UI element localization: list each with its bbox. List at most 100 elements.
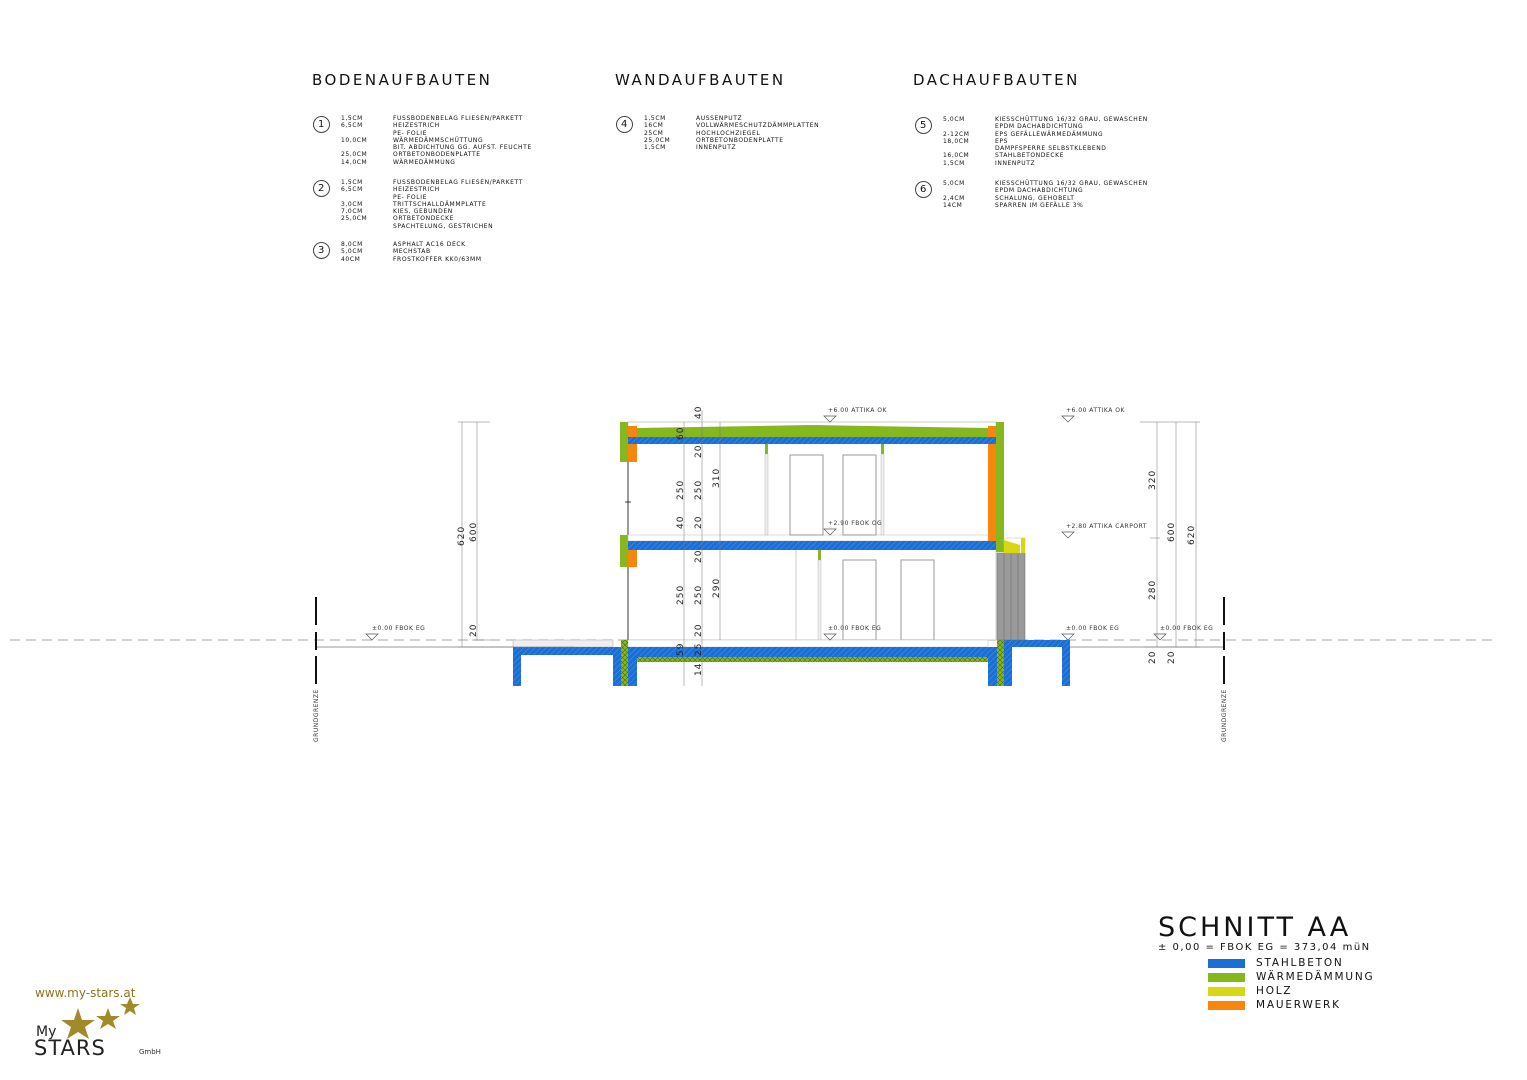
dimension-label: 20 bbox=[1167, 651, 1177, 664]
layer-material: Ortbetonbodenplatte bbox=[393, 151, 481, 159]
layer-thickness: 8,0cm bbox=[341, 241, 363, 248]
level-label: ±0.00 FBOK EG bbox=[372, 625, 425, 632]
layer-thickness: 10,0cm bbox=[341, 136, 368, 144]
dimension-label: 620 bbox=[457, 526, 467, 546]
dimension-label: 250 bbox=[694, 585, 704, 605]
legend-swatch bbox=[1208, 973, 1245, 982]
layer-material: Stahlbetondecke bbox=[995, 152, 1065, 160]
dimension-label: 620 bbox=[1187, 525, 1197, 545]
legend-swatch bbox=[1208, 1001, 1245, 1010]
dimension-label: 20 bbox=[694, 445, 704, 458]
layer-material: Kies, gebunden bbox=[393, 208, 453, 216]
layer-thickness: 25,0cm bbox=[341, 151, 368, 159]
layer-thickness: 18,0cm bbox=[943, 137, 970, 145]
layer-material: Innenputz bbox=[696, 144, 737, 152]
layer-thickness: 2-12cm bbox=[943, 130, 970, 138]
layer-material: Ortbetondecke bbox=[393, 215, 455, 223]
dimension-label: 25 bbox=[694, 643, 704, 656]
group-number-badge: 2 bbox=[313, 180, 330, 197]
level-label: +2.90 FBOK OG bbox=[828, 520, 882, 527]
layer-thickness: 7,0cm bbox=[341, 208, 363, 216]
layer-material: Ortbetonbodenplatte bbox=[696, 136, 784, 144]
layer-thickness: 3,0cm bbox=[341, 200, 363, 208]
layer-material: Trittschalldämmplatte bbox=[393, 200, 487, 208]
layer-material: Wärmedämmung bbox=[393, 158, 456, 166]
dimension-label: 20 bbox=[469, 624, 479, 637]
layer-material: Kiesschüttung 16/32 grau, gewaschen bbox=[995, 180, 1148, 187]
dimension-label: 250 bbox=[676, 585, 686, 605]
layer-thickness: 5,0cm bbox=[943, 180, 965, 187]
layer-thickness: 14cm bbox=[943, 201, 963, 209]
layer-thickness: 16,0cm bbox=[943, 152, 970, 160]
layer-thickness: 5,0cm bbox=[943, 116, 965, 123]
layer-material: Vollwärmeschutzdämmplatten bbox=[696, 122, 820, 130]
legend-label: MAUERWERK bbox=[1256, 999, 1341, 1011]
layer-thickness: 25,0cm bbox=[341, 215, 368, 223]
level-label: +6.00 ATTIKA OK bbox=[828, 407, 887, 414]
layer-material: Dampfsperre selbstklebend bbox=[995, 145, 1107, 153]
layer-thickness: 14,0cm bbox=[341, 158, 368, 166]
group-number-badge: 1 bbox=[313, 116, 330, 133]
dimension-label: 20 bbox=[1148, 651, 1158, 664]
layer-thickness: 1,5cm bbox=[341, 115, 363, 122]
layer-material: EPS bbox=[995, 137, 1009, 145]
group-number-badge: 4 bbox=[616, 116, 633, 133]
layer-material: EPS Gefällewärmedämmung bbox=[995, 130, 1104, 138]
layer-material: Innenputz bbox=[995, 159, 1036, 167]
layer-thickness: 1,5cm bbox=[341, 179, 363, 186]
layer-material: Spachtelung, gestrichen bbox=[393, 222, 494, 230]
dimension-lines bbox=[458, 410, 1200, 686]
layer-material: Wärmedämmschüttung bbox=[393, 136, 484, 144]
layer-material: Bit. Abdichtung gg. aufst. Feuchte bbox=[393, 144, 532, 152]
logo-stars: STARS bbox=[34, 1036, 106, 1060]
group-number-badge: 5 bbox=[915, 117, 932, 134]
level-label: ±0.00 FBOK EG bbox=[1066, 625, 1119, 632]
dimension-label: 600 bbox=[1167, 522, 1177, 542]
heading-wandaufbauten: Wandaufbauten bbox=[615, 66, 786, 90]
legend-label: HOLZ bbox=[1256, 985, 1293, 997]
layer-thickness: 25,0cm bbox=[644, 136, 671, 144]
dimension-label: 250 bbox=[676, 480, 686, 500]
layer-material: Aussenputz bbox=[696, 115, 743, 122]
layer-material: EPDM Dachabdichtung bbox=[995, 187, 1084, 195]
layer-material: Frostkoffer KK0/63mm bbox=[393, 255, 482, 263]
layer-thickness: 5,0cm bbox=[341, 248, 363, 256]
logo-url: www.my-stars.at bbox=[35, 986, 136, 1000]
layer-thickness: 1,5cm bbox=[943, 159, 965, 167]
heading-bodenaufbauten: Bodenaufbauten bbox=[312, 66, 493, 90]
carport-cladding bbox=[996, 537, 1026, 641]
layer-material: Hochlochziegel bbox=[696, 129, 761, 137]
layer-material: Heizestrich bbox=[393, 122, 440, 130]
level-label: +2.80 ATTIKA CARPORT bbox=[1066, 523, 1147, 530]
dimension-label: 20 bbox=[694, 624, 704, 637]
dimension-label: 20 bbox=[694, 550, 704, 563]
layer-material: Mechstab bbox=[393, 248, 431, 256]
dimension-label: 20 bbox=[694, 516, 704, 529]
layer-thickness: 2,4cm bbox=[943, 194, 965, 202]
drawing-title: SCHNITT AA bbox=[1158, 912, 1352, 943]
level-markers bbox=[365, 415, 1167, 641]
layer-thickness: 6,5cm bbox=[341, 122, 363, 130]
dimension-label: 59 bbox=[676, 643, 686, 656]
legend-swatch bbox=[1208, 987, 1245, 996]
dimension-label: 250 bbox=[694, 480, 704, 500]
stars-icon bbox=[61, 997, 140, 1039]
dimension-label: 310 bbox=[712, 468, 722, 488]
layer-material: Asphalt AC16 Deck bbox=[393, 241, 466, 248]
dimension-label: 280 bbox=[1148, 580, 1158, 600]
layer-material: Sparren im Gefälle 3% bbox=[995, 201, 1084, 209]
layer-thickness: 1,5cm bbox=[644, 115, 666, 122]
dimension-label: 290 bbox=[712, 578, 722, 598]
layer-material: PE- Folie bbox=[393, 129, 427, 137]
dimension-labels: 620 600 20 40 60 20 250 250 310 40 20 20… bbox=[457, 406, 1197, 676]
legend-label: WÄRMEDÄMMUNG bbox=[1256, 971, 1375, 983]
drawing-subtitle: ± 0,00 = FBOK EG = 373,04 müN bbox=[1158, 942, 1371, 953]
level-label: +6.00 ATTIKA OK bbox=[1066, 407, 1125, 414]
dimension-label: 60 bbox=[676, 427, 686, 440]
layer-material: Schalung, gehobelt bbox=[995, 194, 1075, 202]
layer-material: Fussbodenbelag Fliesen/Parkett bbox=[393, 115, 523, 122]
building-section bbox=[512, 421, 1070, 686]
logo-gmbh: GmbH bbox=[139, 1048, 161, 1056]
dimension-label: 40 bbox=[676, 516, 686, 529]
